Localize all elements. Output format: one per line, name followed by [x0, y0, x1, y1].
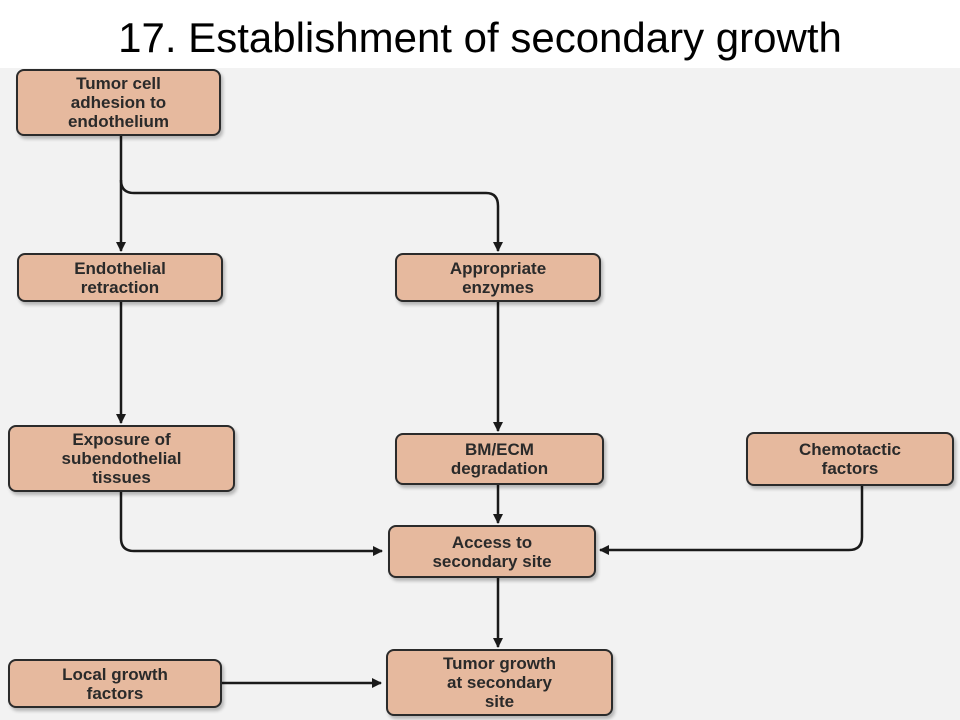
edge-adhesion-enzymes [119, 179, 503, 252]
node-appropriate-enzymes: Appropriate enzymes [395, 253, 601, 302]
node-tumor-growth-secondary-site: Tumor growth at secondary site [386, 649, 613, 716]
node-tumor-cell-adhesion: Tumor cell adhesion to endothelium [16, 69, 221, 136]
node-access-secondary-site: Access to secondary site [388, 525, 596, 578]
node-endothelial-retraction: Endothelial retraction [17, 253, 223, 302]
node-chemotactic-factors: Chemotactic factors [746, 432, 954, 486]
slide-title: 17. Establishment of secondary growth [118, 14, 842, 61]
edge-exposure-access [119, 492, 383, 556]
node-bm-ecm-degradation: BM/ECM degradation [395, 433, 604, 485]
node-local-growth-factors: Local growth factors [8, 659, 222, 708]
diagram-canvas [0, 68, 960, 720]
edge-chemotactic-access [599, 486, 864, 555]
node-exposure-subendothelial: Exposure of subendothelial tissues [8, 425, 235, 492]
